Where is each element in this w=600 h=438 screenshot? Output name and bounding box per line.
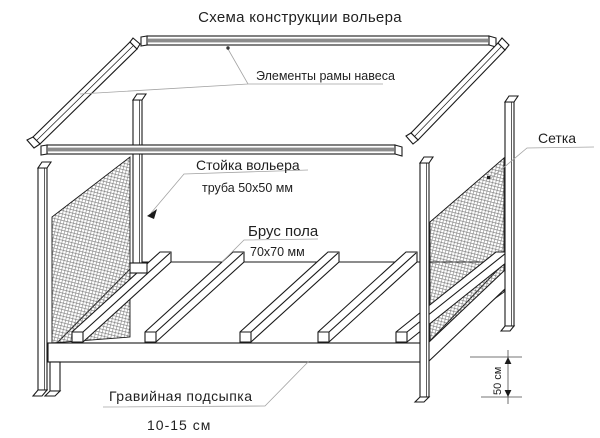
floor-beam-label: Брус пола: [248, 223, 319, 240]
gravel-label: Гравийная подсыпка: [109, 388, 253, 404]
post-right-rear: [499, 95, 520, 332]
floor-beam-4: [317, 251, 418, 343]
post-left-front: [31, 161, 53, 397]
canopy-bar-left-diagonal: [26, 37, 141, 149]
canopy-bar-right-diagonal: [405, 37, 510, 145]
post-label: Стойка вольера: [196, 157, 300, 173]
height-dimension: 50 см: [470, 350, 522, 404]
canopy-bar-front: [40, 144, 403, 157]
post-leader-line: [150, 169, 309, 214]
floor-beam-sub-label: 70x70 мм: [250, 245, 305, 259]
beam-leader-line: [221, 238, 319, 263]
gravel-sub-label: 10-15 см: [147, 417, 211, 433]
canopy-frame-label: Элементы рамы навеса: [256, 69, 395, 83]
diagram-title: Схема конструкции вольера: [198, 9, 402, 26]
post-sub-label: труба 50x50 мм: [202, 181, 293, 195]
mesh-leader-line: [489, 146, 595, 180]
canopy-leader-line: [79, 48, 383, 95]
post-left-rear: [129, 93, 148, 274]
gravel-leader-line: [102, 360, 310, 408]
dim-arrow-up: [504, 357, 512, 364]
mesh-leader-dot: [487, 176, 491, 180]
canopy-leader-dot: [226, 46, 230, 50]
dim-arrow-down: [504, 390, 512, 397]
post-leader-arrow: [147, 209, 157, 219]
floor-beam-2: [144, 251, 245, 343]
mesh-label: Сетка: [538, 130, 576, 146]
post-right-front: [413, 156, 435, 403]
frame-front-rail: [47, 342, 429, 363]
floor-beam-3: [239, 251, 340, 343]
floor-beam-1: [71, 251, 172, 343]
annotations: Схема конструкции вольера Элементы рамы …: [79, 9, 595, 433]
frame-front-left-leg: [43, 361, 62, 397]
canopy-bar-back: [140, 35, 497, 48]
height-dim-label: 50 см: [492, 367, 504, 395]
